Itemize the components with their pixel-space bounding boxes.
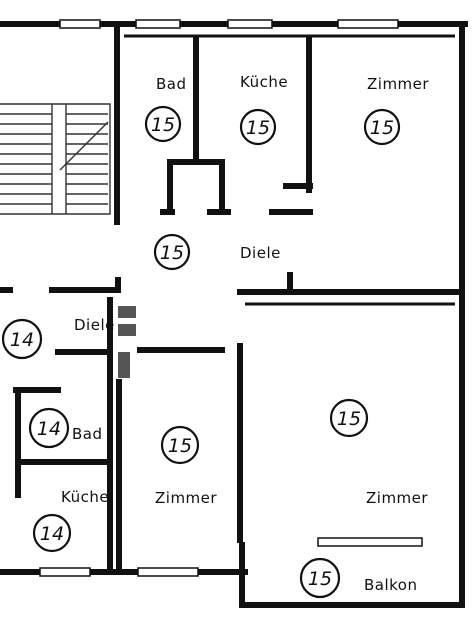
badge-zimmer-c: [329, 398, 369, 438]
window-top-2: [135, 19, 181, 29]
badge-balkon: [299, 557, 341, 599]
stair-well: [51, 104, 67, 214]
window-top-4: [337, 19, 399, 29]
stair-outline: [0, 103, 111, 215]
badge-diele-15: [153, 233, 191, 271]
wall-14-corridor: [0, 277, 121, 293]
balcony-outline: [239, 542, 465, 608]
stair-treads: [0, 113, 108, 205]
label-bad-14: Bad: [72, 425, 103, 443]
badge-zimmer-b: [160, 425, 200, 465]
label-zimmer-b: Zimmer: [155, 489, 217, 507]
number-kueche-15: 15: [246, 117, 270, 139]
window-top-1: [59, 19, 101, 29]
ducts: [118, 306, 136, 378]
number-diele-15: 15: [160, 242, 184, 264]
number-balkon: 15: [308, 568, 332, 590]
stair-arrow: [59, 121, 109, 171]
shaft-box: [167, 159, 225, 215]
number-zimmer-b: 15: [168, 435, 192, 457]
window-balcony: [317, 537, 423, 547]
label-diele-15: Diele: [240, 244, 281, 262]
label-balkon: Balkon: [364, 576, 418, 594]
label-zimmer-a: Zimmer: [367, 75, 429, 93]
number-diele-14: 14: [10, 329, 34, 351]
label-zimmer-c: Zimmer: [366, 489, 428, 507]
duct-2: [118, 324, 136, 336]
duct-3: [118, 352, 130, 378]
window-top-3: [227, 19, 273, 29]
badge-bad-15: [144, 105, 182, 143]
kitchen-door-stub: [269, 183, 313, 215]
windows: [39, 19, 423, 577]
number-zimmer-c: 15: [337, 408, 361, 430]
number-bad-14: 14: [37, 418, 61, 440]
badge-kueche-15: [239, 108, 277, 146]
label-diele-14: Diele: [74, 316, 115, 334]
label-kueche-15: Küche: [240, 73, 288, 91]
walls: [0, 21, 468, 608]
duct-1: [118, 306, 136, 318]
number-bad-15: 15: [151, 114, 175, 136]
label-kueche-14: Küche: [61, 488, 109, 506]
number-kueche-14: 14: [40, 523, 64, 545]
staircase: [0, 103, 111, 215]
window-bottom-2: [137, 567, 199, 577]
badge-bad-14: [28, 407, 70, 449]
number-zimmer-a: 15: [370, 117, 394, 139]
badge-kueche-14: [32, 513, 72, 553]
badge-zimmer-a: [363, 108, 401, 146]
number-badges: 15 15 15 15 15 15 15 14 14 14: [1, 105, 401, 599]
label-bad-15: Bad: [156, 75, 187, 93]
window-bottom-1: [39, 567, 91, 577]
badge-diele-14: [1, 318, 43, 360]
